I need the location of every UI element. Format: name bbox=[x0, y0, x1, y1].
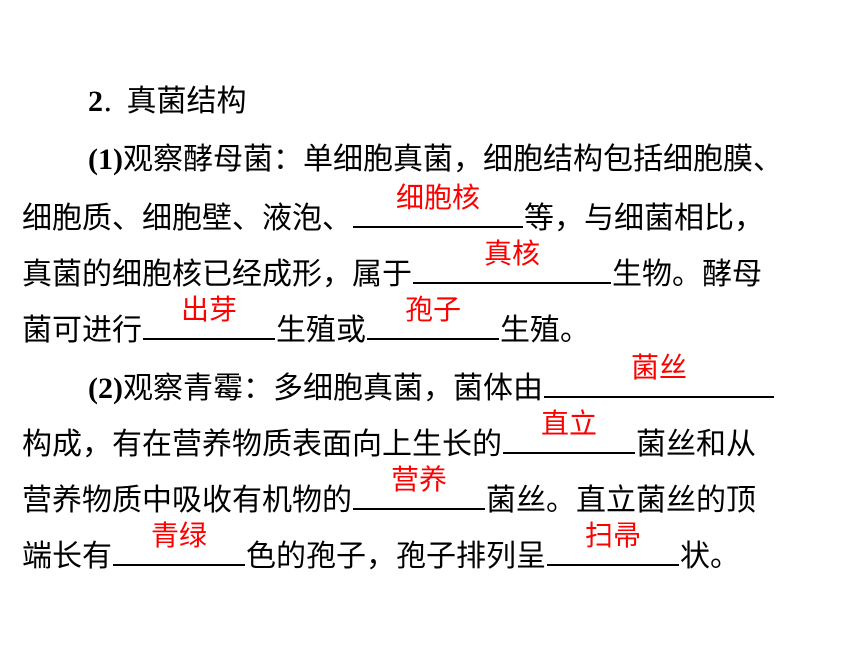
p1-line-1: (1)观察酵母菌：单细胞真菌，细胞结构包括细胞膜、 bbox=[88, 140, 783, 180]
answer-text: 直立 bbox=[540, 407, 597, 440]
p1-label: (1) bbox=[88, 143, 123, 176]
p1-line-3: 真菌的细胞核已经成形，属于 真核生物。酵母 bbox=[22, 238, 762, 295]
p1-text: 等，与细菌相比， bbox=[524, 201, 764, 236]
p2-text: 状。 bbox=[680, 539, 740, 574]
answer-blank: 细胞核 bbox=[353, 182, 523, 228]
answer-text: 青绿 bbox=[150, 519, 207, 552]
section-heading: 2. 真菌结构 bbox=[88, 82, 247, 122]
p1-text: 观察酵母菌：单细胞真菌，细胞结构包括细胞膜、 bbox=[122, 142, 783, 177]
answer-blank: 营养 bbox=[353, 464, 485, 510]
p2-label: (2) bbox=[88, 372, 123, 405]
p1-text: 细胞质、细胞壁、液泡、 bbox=[22, 201, 352, 236]
answer-text: 细胞核 bbox=[395, 181, 480, 214]
answer-blank: 直立 bbox=[503, 408, 635, 454]
heading-separator: . bbox=[103, 84, 113, 119]
answer-blank: 扫帚 bbox=[547, 520, 679, 566]
p1-text: 生物。酵母 bbox=[612, 257, 762, 292]
heading-number: 2 bbox=[88, 85, 103, 118]
p2-text: 营养物质中吸收有机物的 bbox=[22, 483, 352, 518]
answer-text: 扫帚 bbox=[584, 519, 641, 552]
answer-text: 菌丝 bbox=[630, 351, 687, 384]
p1-line-4: 菌可进行 出芽生殖或 孢子生殖。 bbox=[22, 294, 590, 351]
p2-line-2: 构成，有在营养物质表面向上生长的 直立菌丝和从 bbox=[22, 408, 756, 465]
answer-blank: 菌丝 bbox=[543, 352, 774, 398]
p2-text: 菌丝。直立菌丝的顶 bbox=[486, 483, 756, 518]
answer-blank: 真核 bbox=[413, 238, 611, 284]
answer-blank: 青绿 bbox=[113, 520, 245, 566]
p2-line-1: (2)观察青霉：多细胞真菌，菌体由 菌丝 bbox=[88, 352, 775, 409]
heading-title: 真菌结构 bbox=[126, 84, 247, 119]
p1-text: 生殖或 bbox=[276, 313, 366, 348]
p2-text: 端长有 bbox=[22, 539, 112, 574]
p1-text: 真菌的细胞核已经成形，属于 bbox=[22, 257, 412, 292]
answer-text: 真核 bbox=[483, 237, 540, 270]
p2-text: 构成，有在营养物质表面向上生长的 bbox=[22, 427, 502, 462]
p2-line-4: 端长有 青绿色的孢子，孢子排列呈 扫帚状。 bbox=[22, 520, 740, 577]
p1-line-2: 细胞质、细胞壁、液泡、 细胞核等，与细菌相比， bbox=[22, 182, 764, 239]
p2-text: 色的孢子，孢子排列呈 bbox=[246, 539, 546, 574]
p1-text: 菌可进行 bbox=[22, 313, 142, 348]
answer-text: 营养 bbox=[390, 463, 447, 496]
answer-text: 出芽 bbox=[180, 293, 237, 326]
p2-text: 观察青霉：多细胞真菌，菌体由 bbox=[122, 371, 543, 406]
answer-blank: 孢子 bbox=[367, 294, 499, 340]
answer-text: 孢子 bbox=[404, 293, 461, 326]
p2-text: 菌丝和从 bbox=[636, 427, 756, 462]
answer-blank: 出芽 bbox=[143, 294, 275, 340]
p1-text: 生殖。 bbox=[500, 313, 590, 348]
p2-line-3: 营养物质中吸收有机物的 营养菌丝。直立菌丝的顶 bbox=[22, 464, 756, 521]
